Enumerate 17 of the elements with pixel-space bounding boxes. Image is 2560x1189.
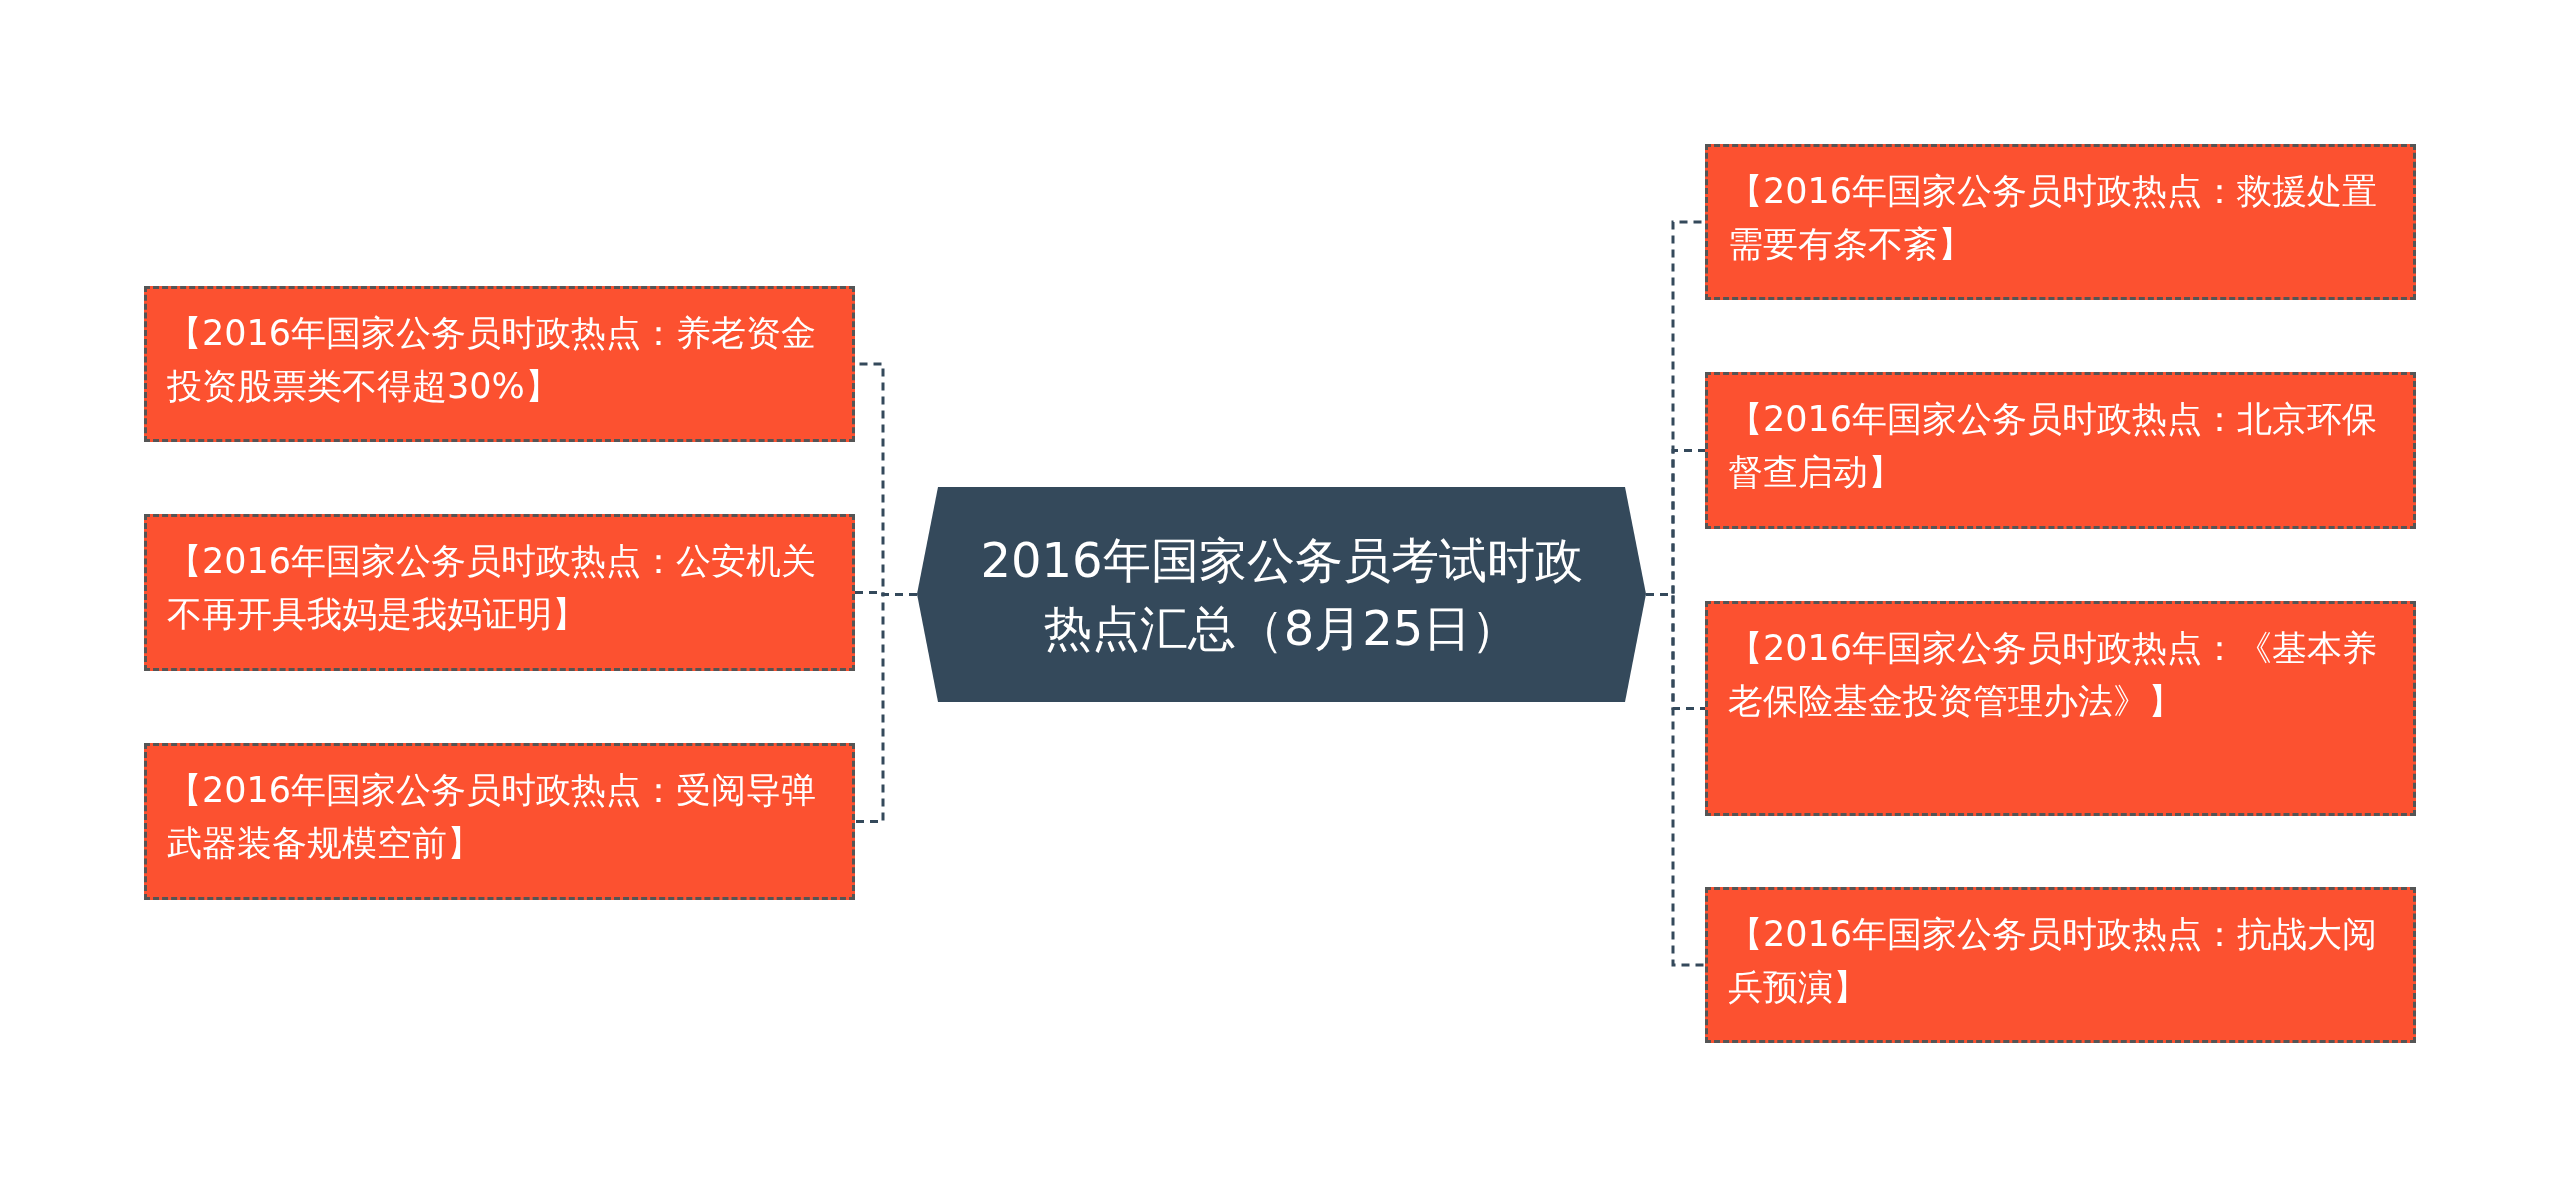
topic-text: 【2016年国家公务员时政热点：抗战大阅兵预演】 bbox=[1728, 914, 2378, 1007]
topic-box bbox=[1705, 144, 2416, 300]
topic-box bbox=[1705, 601, 2416, 816]
topic-text: 【2016年国家公务员时政热点：公安机关不再开具我妈是我妈证明】 bbox=[167, 541, 817, 634]
topic-box bbox=[144, 743, 855, 900]
topic-box bbox=[144, 514, 855, 671]
topic-text: 【2016年国家公务员时政热点：北京环保督查启动】 bbox=[1728, 399, 2378, 492]
topic-text: 【2016年国家公务员时政热点：养老资金投资股票类不得超30%】 bbox=[167, 313, 817, 406]
topic-text: 【2016年国家公务员时政热点：《基本养老保险基金投资管理办法》】 bbox=[1728, 628, 2378, 721]
connector-line bbox=[1646, 593, 1705, 967]
topic-text: 【2016年国家公务员时政热点：受阅导弹武器装备规模空前】 bbox=[167, 770, 817, 863]
topic-box bbox=[1705, 887, 2416, 1043]
topic-text: 【2016年国家公务员时政热点：救援处置需要有条不紊】 bbox=[1728, 171, 2378, 264]
topic-box bbox=[144, 286, 855, 442]
connector-line bbox=[855, 593, 917, 823]
topic-title: 2016年国家公务员考试时政热点汇总（8月25日） bbox=[979, 531, 1584, 658]
topic-box bbox=[1705, 372, 2416, 529]
